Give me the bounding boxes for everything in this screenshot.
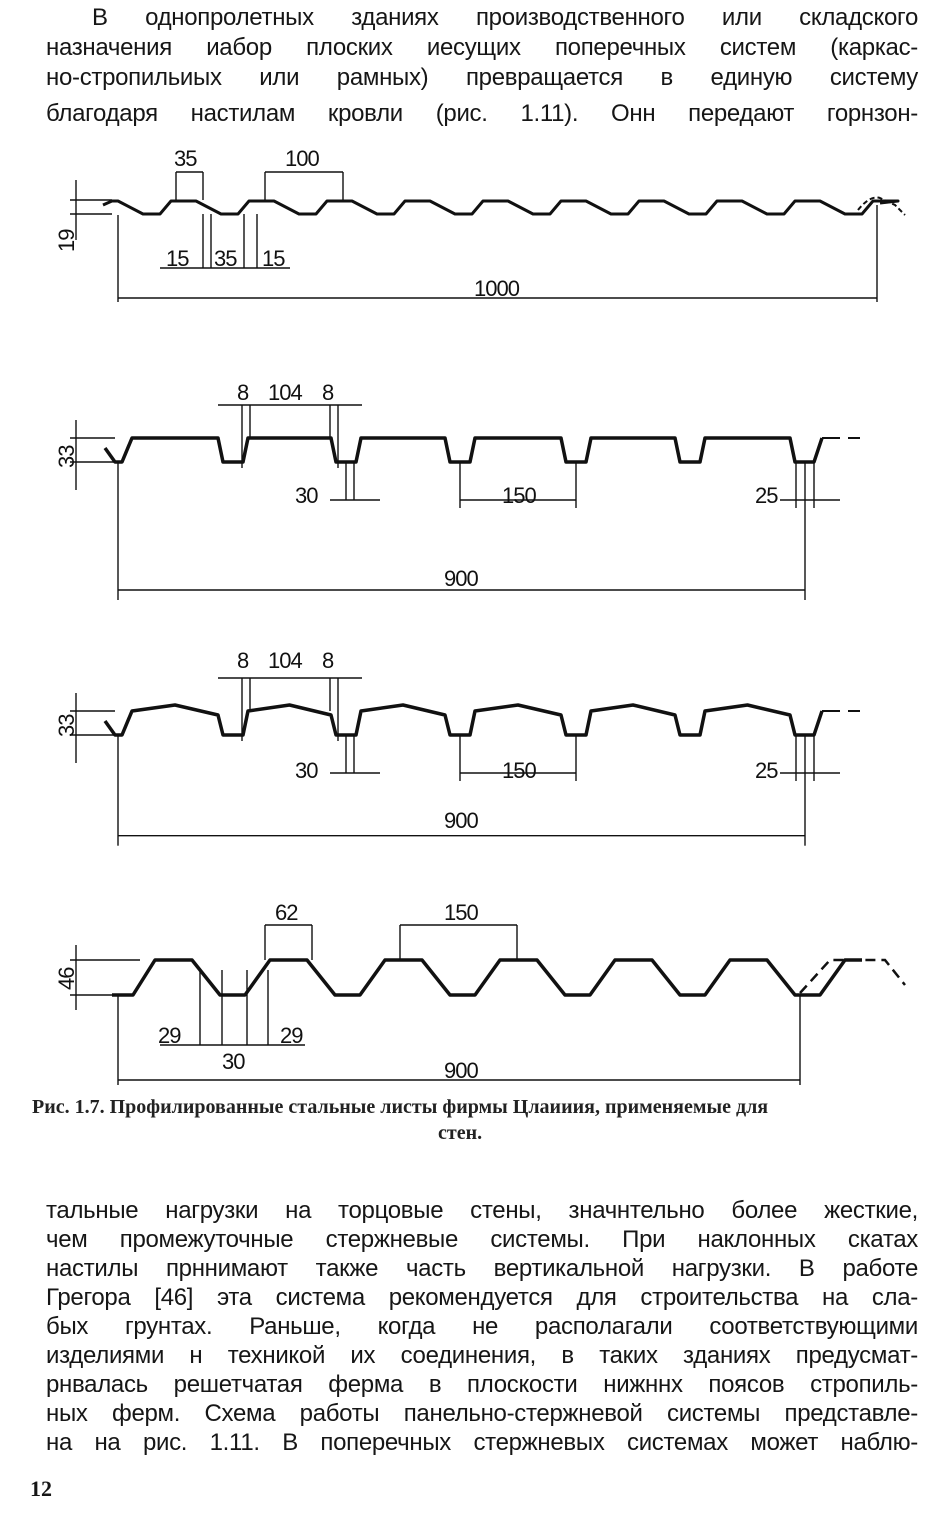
dim-label: 104 <box>268 380 302 405</box>
profile-2-drawing <box>70 404 860 600</box>
profile-outline <box>112 958 862 997</box>
figure-caption-cont: стен. <box>438 1122 483 1144</box>
dim-label: 150 <box>502 483 536 508</box>
dim-label: 25 <box>755 483 778 508</box>
dim-label: 100 <box>285 146 319 171</box>
dim-label: 15 <box>166 246 189 271</box>
dim-label: 15 <box>262 246 285 271</box>
dim-label: 104 <box>268 648 302 673</box>
dim-label: 900 <box>444 566 478 591</box>
dim-label: 35 <box>174 146 197 171</box>
profile-3-drawing <box>70 677 860 846</box>
text-line: тальные нагрузки на торцовые стены, знач… <box>46 1197 918 1224</box>
dim-label: 8 <box>237 648 249 673</box>
dim-label: 30 <box>295 483 318 508</box>
profile-1-drawing <box>70 171 906 302</box>
dim-label: 8 <box>237 380 249 405</box>
text-line: на на рис. 1.11. В поперечных стержневых… <box>46 1429 918 1456</box>
text-line: бых грунтах. Раньше, когда не располагал… <box>46 1313 918 1340</box>
profile-outline <box>103 436 824 464</box>
dim-label: 900 <box>444 1058 478 1083</box>
dim-label: 33 <box>54 714 79 737</box>
dim-label: 8 <box>322 380 334 405</box>
text-line: чем промежуточные стержневые системы. Пр… <box>46 1226 918 1253</box>
dim-label: 30 <box>222 1049 245 1074</box>
dim-label: 29 <box>158 1023 181 1048</box>
dim-label: 33 <box>54 445 79 468</box>
dim-label: 25 <box>755 758 778 783</box>
text-line: благодаря настилам кровли (рис. 1.11). О… <box>46 100 918 127</box>
text-line: ных ферм. Схема работы панельно-стержнев… <box>46 1400 918 1427</box>
text-line: рнвалась решетчатая ферма в плоскости ни… <box>46 1371 918 1398</box>
profile-outline <box>102 199 900 216</box>
profile-overlap <box>857 196 906 216</box>
dim-label: 19 <box>54 229 79 252</box>
dim-label: 62 <box>275 900 298 925</box>
text-line: назначения иабор плоских иесущих попереч… <box>46 34 918 61</box>
dim-label: 30 <box>295 758 318 783</box>
dim-label: 46 <box>54 967 79 990</box>
figure-caption: Рис. 1.7. Профилированные стальные листы… <box>32 1096 769 1118</box>
text-line: настилы прннимают также часть вертикальн… <box>46 1255 918 1282</box>
dim-label: 29 <box>280 1023 303 1048</box>
text-line: Грегора [46] эта система рекомендуется д… <box>46 1284 918 1311</box>
dim-label: 150 <box>502 758 536 783</box>
text-line: В однопролетных зданиях производственног… <box>92 4 918 31</box>
text-line: изделиями н техникой их соединения, в та… <box>46 1342 918 1369</box>
text-line: но-стропильиых или рамных) превращается … <box>46 64 918 91</box>
dim-label: 150 <box>444 900 478 925</box>
dim-label: 35 <box>214 246 237 271</box>
page-number: 12 <box>30 1476 52 1501</box>
dim-label: 900 <box>444 808 478 833</box>
dim-label: 1000 <box>474 276 520 301</box>
profile-4-drawing <box>70 924 906 1085</box>
figure-profiled-sheets: 35 100 15 35 15 1000 19 8 104 8 30 150 2… <box>54 146 906 1085</box>
dim-label: 8 <box>322 648 334 673</box>
profile-overlap <box>799 958 906 994</box>
profile-outline <box>103 703 824 737</box>
